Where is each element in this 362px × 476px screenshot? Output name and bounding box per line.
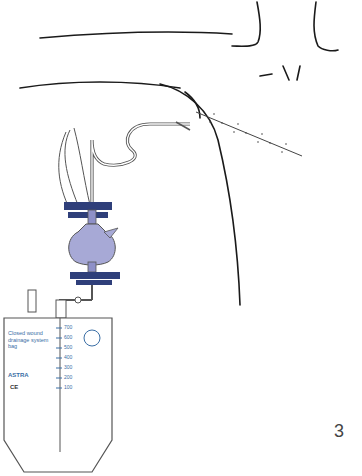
axilla-line bbox=[185, 92, 200, 118]
drain-tube-inner bbox=[92, 124, 190, 205]
scale-number: 200 bbox=[64, 375, 72, 380]
scale-number: 100 bbox=[64, 385, 72, 390]
arm-line bbox=[160, 84, 240, 305]
tube-clamp bbox=[64, 202, 112, 210]
hanging-cord bbox=[59, 128, 90, 210]
inlet-port bbox=[56, 300, 66, 318]
shoulder-line bbox=[20, 82, 180, 88]
jaw-line bbox=[40, 32, 232, 38]
drain-tube bbox=[92, 124, 190, 205]
scale-number: 400 bbox=[64, 355, 72, 360]
brand-name: ASTRA bbox=[8, 372, 29, 378]
scale-number: 300 bbox=[64, 365, 72, 370]
scale-number: 700 bbox=[64, 325, 72, 330]
bag-stamp bbox=[84, 330, 100, 346]
connector bbox=[88, 262, 96, 272]
skin-mark bbox=[297, 66, 300, 80]
bulb-valve bbox=[104, 228, 118, 238]
scale-ticks bbox=[56, 328, 62, 388]
connector bbox=[88, 210, 96, 224]
scale-number: 600 bbox=[64, 335, 72, 340]
drain-entry bbox=[176, 122, 190, 130]
skin-mark bbox=[283, 66, 289, 80]
bag-text: Closed wound drainage system bag bbox=[8, 330, 52, 350]
scale-number: 500 bbox=[64, 345, 72, 350]
drainage-bag bbox=[4, 318, 112, 472]
callout-number: 3 bbox=[334, 422, 344, 440]
valve-knob bbox=[75, 297, 81, 303]
neck-line bbox=[232, 2, 260, 46]
tube-clamp bbox=[76, 280, 112, 285]
ce-mark: CE bbox=[10, 384, 18, 390]
tube-clamp bbox=[70, 272, 120, 279]
skin-mark bbox=[260, 74, 272, 76]
neck-line bbox=[314, 2, 338, 51]
bag-hanger bbox=[28, 290, 36, 312]
incision bbox=[196, 112, 302, 156]
suction-bulb bbox=[69, 224, 116, 265]
